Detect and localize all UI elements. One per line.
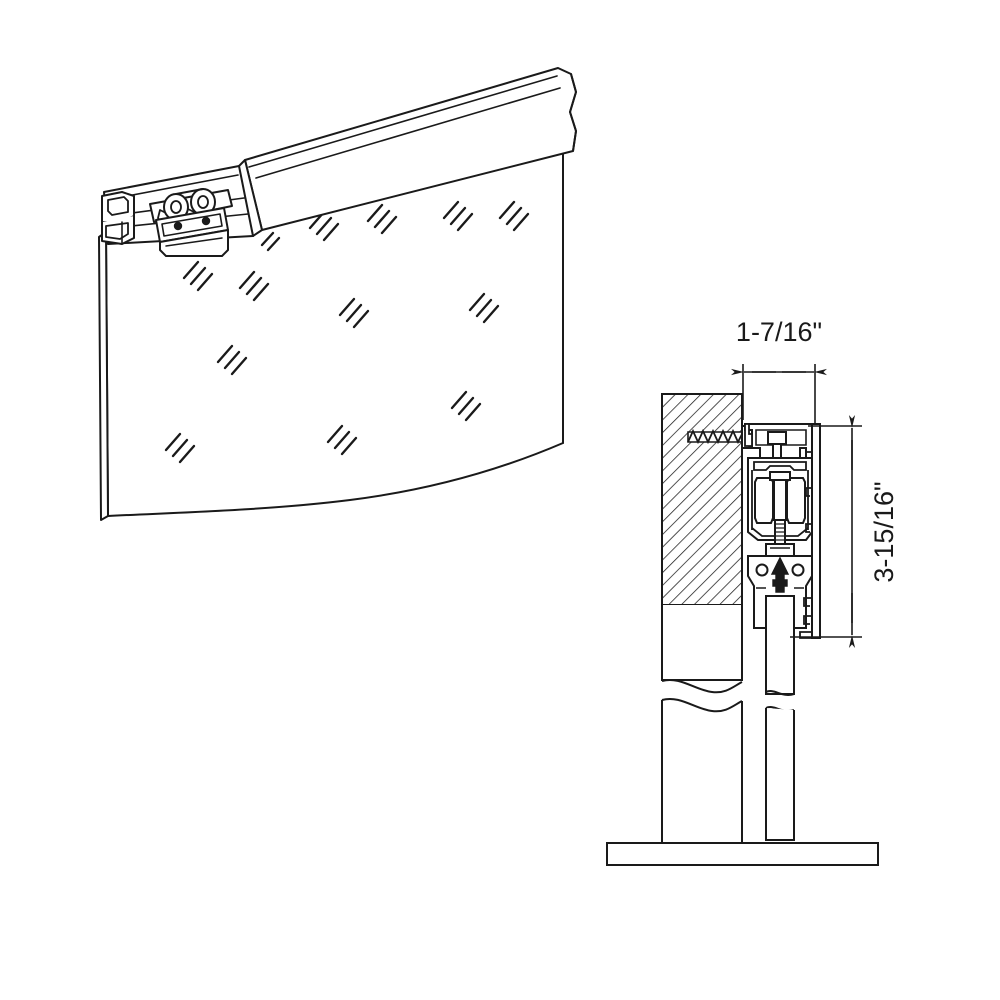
clamp-wedge xyxy=(770,556,790,593)
clamp-bolt-hole-right xyxy=(791,563,805,577)
break-line-wall-upper xyxy=(661,678,743,694)
horizontal-dimension: 1-7/16" xyxy=(731,317,827,424)
break-line-glass-upper xyxy=(765,690,795,696)
wall-hatched-region xyxy=(661,393,743,606)
glass-clamp xyxy=(155,207,229,257)
wall xyxy=(661,393,743,845)
glass-panel-section xyxy=(765,595,795,841)
isometric-assembly-view xyxy=(98,67,577,521)
glass-clamp-body xyxy=(747,555,813,629)
break-line-wall-lower xyxy=(661,697,743,713)
vertical-dimension: 3-15/16" xyxy=(790,415,899,648)
roller-wheels xyxy=(754,471,806,557)
glass-sparkle-marks xyxy=(164,200,530,464)
horizontal-dimension-label: 1-7/16" xyxy=(736,317,822,347)
end-stop-bracket xyxy=(101,191,135,245)
vertical-dimension-label: 3-15/16" xyxy=(869,481,899,582)
hanger-body xyxy=(773,475,787,521)
fascia-cover xyxy=(799,423,821,639)
roller-wheel-left xyxy=(754,477,774,524)
roller-wheel-right xyxy=(786,477,806,524)
cross-section-view xyxy=(606,393,879,866)
hanger-nut xyxy=(765,543,795,557)
clamp-bolt-hole-left xyxy=(755,563,769,577)
floor xyxy=(606,842,879,866)
